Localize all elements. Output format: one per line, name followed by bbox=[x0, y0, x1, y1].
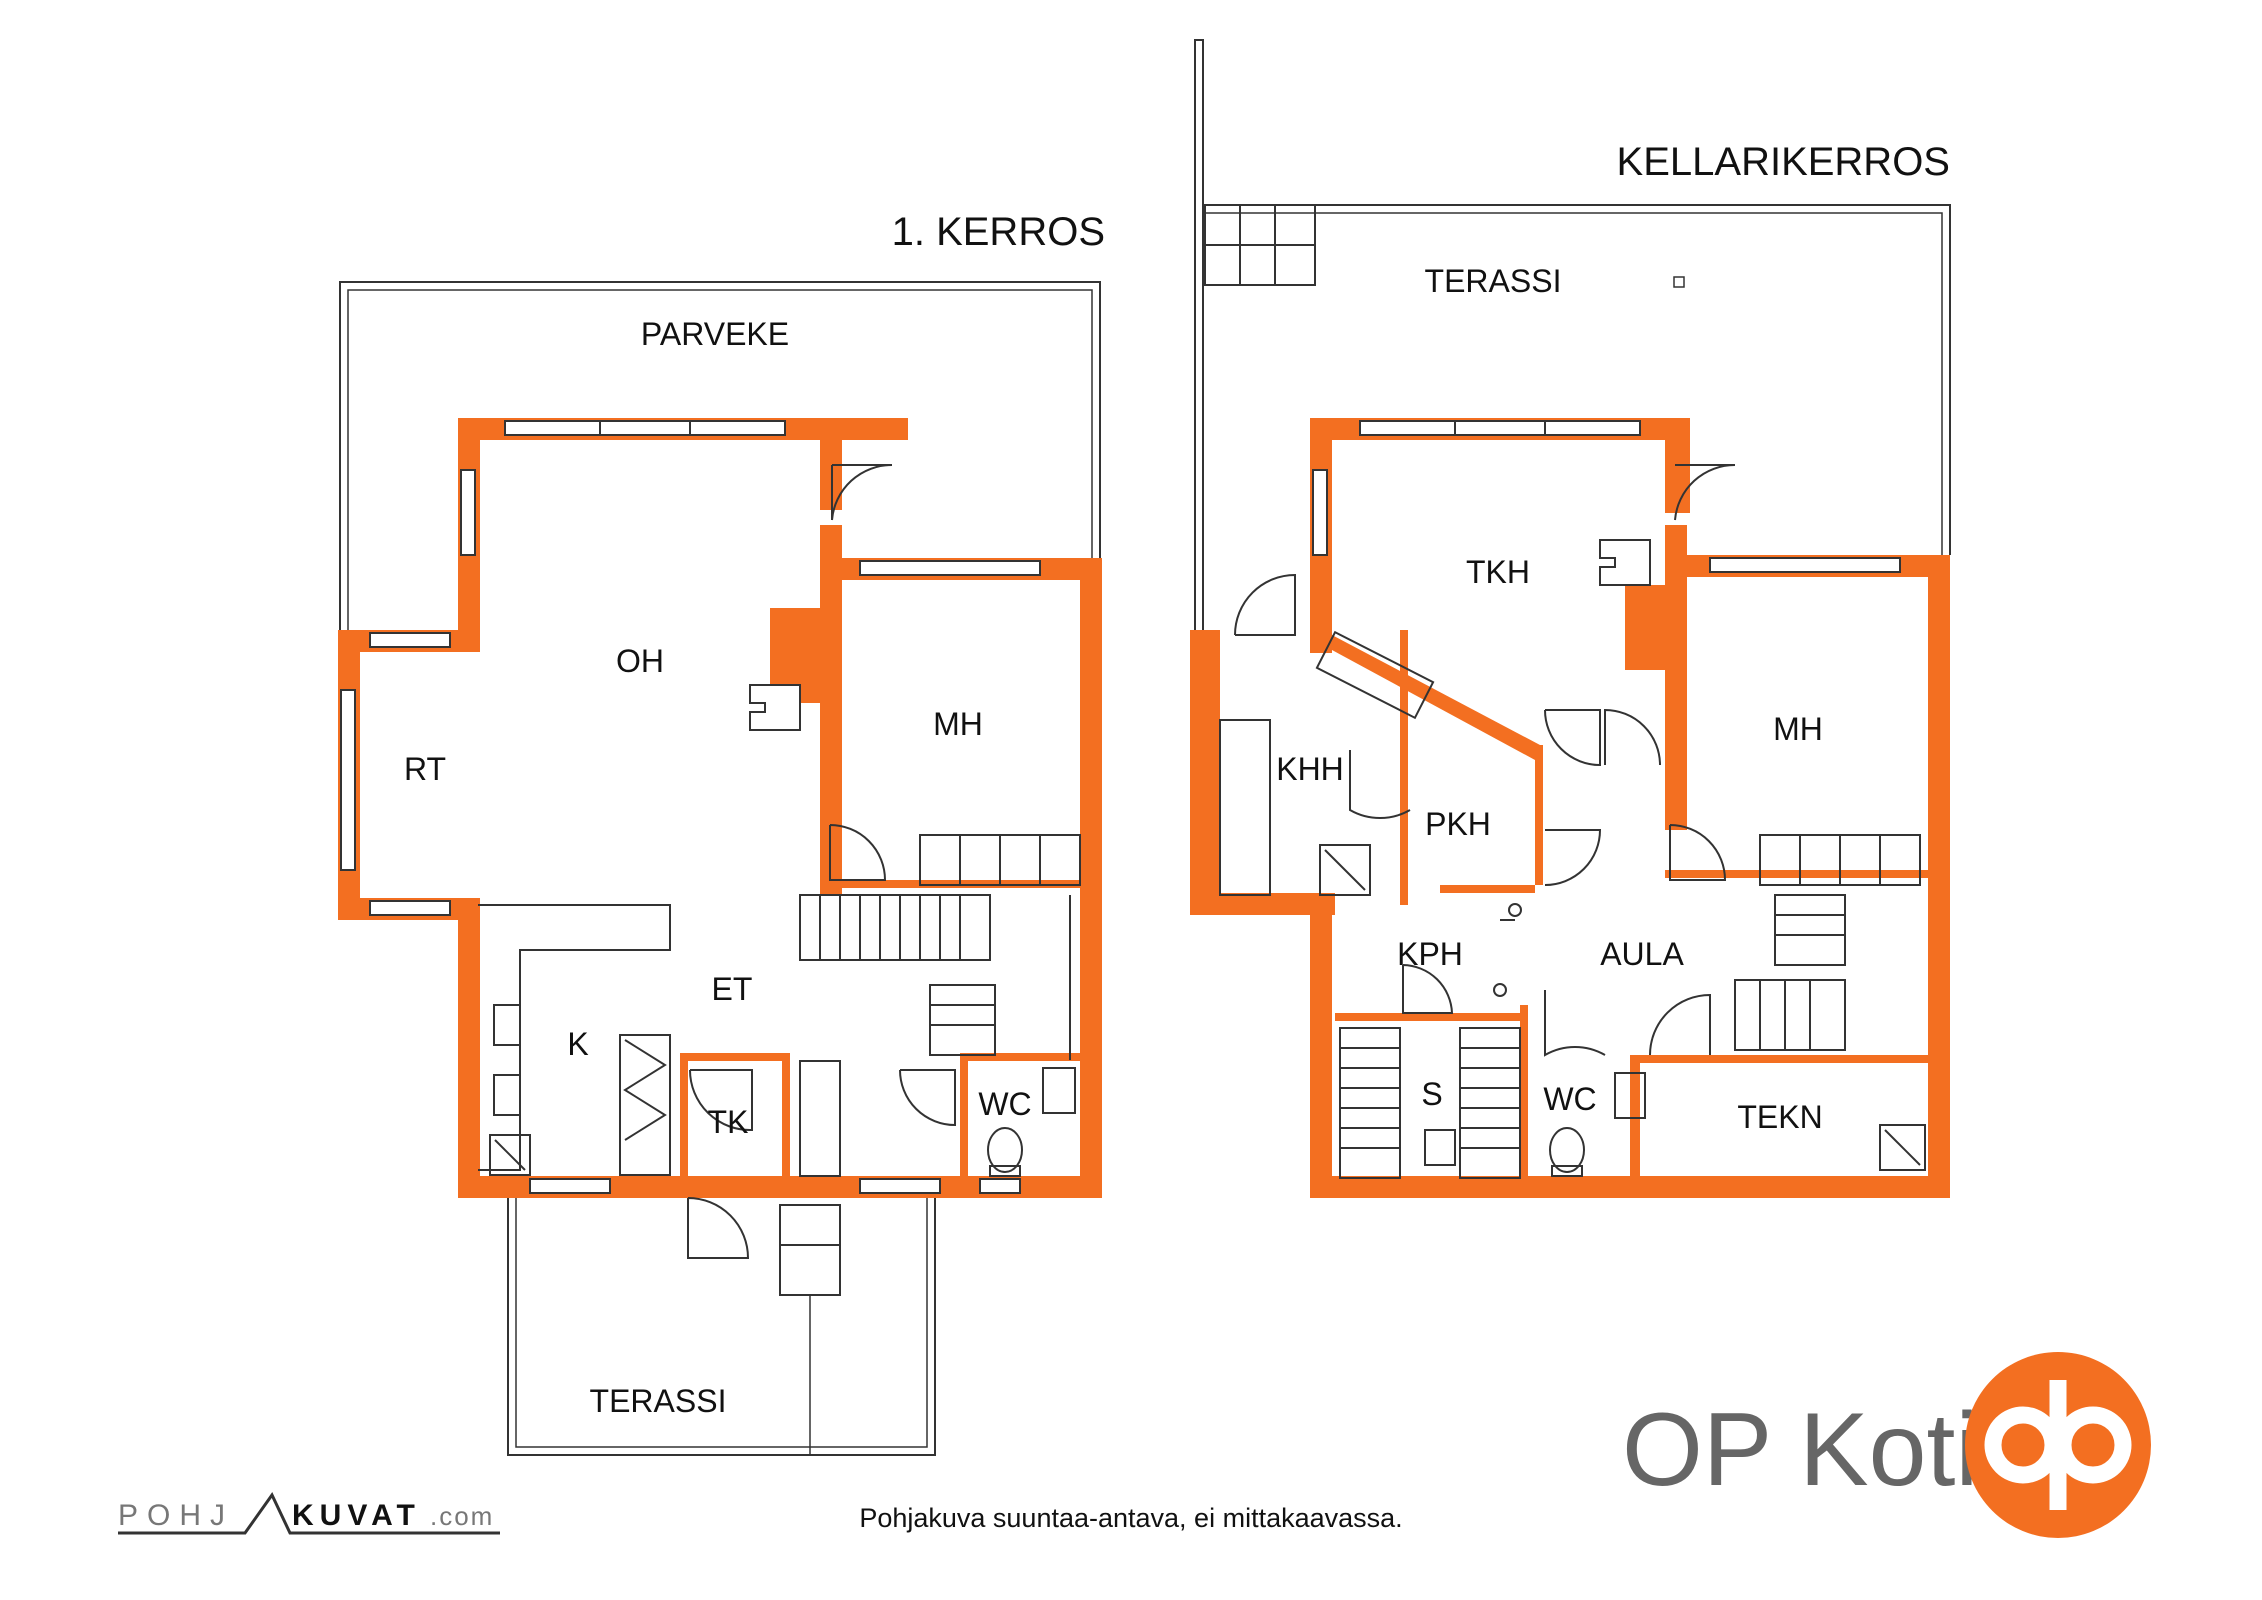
basement-terrace-railing bbox=[1194, 39, 1204, 630]
room-label-tekn: TEKN bbox=[1737, 1099, 1822, 1135]
basement-fixtures bbox=[1219, 630, 1926, 1177]
basement-doors bbox=[1234, 463, 1736, 1057]
room-label-s: S bbox=[1421, 1076, 1442, 1112]
room-label-rt: RT bbox=[404, 751, 446, 787]
room-label-pkh: PKH bbox=[1425, 806, 1491, 842]
first-floor-windows bbox=[340, 420, 1041, 1194]
basement-plan bbox=[1190, 39, 1951, 1198]
basement-windows bbox=[1312, 420, 1901, 573]
room-label-mh-first: MH bbox=[933, 706, 983, 742]
kitchen-fixtures bbox=[478, 834, 1081, 1177]
room-label-wc-first: WC bbox=[978, 1086, 1031, 1122]
op-koti-logo: OP Koti bbox=[1622, 1352, 2151, 1538]
room-label-k: K bbox=[567, 1026, 588, 1062]
room-label-khh: KHH bbox=[1276, 751, 1344, 787]
pohjakuvat-credit-logo: POHJ KUVAT .com bbox=[118, 1492, 500, 1535]
room-label-terassi-basement: TERASSI bbox=[1425, 263, 1562, 299]
basement-stairs bbox=[1339, 894, 1846, 1179]
room-label-mh-basement: MH bbox=[1773, 711, 1823, 747]
front-terrace-railing bbox=[507, 1198, 936, 1456]
credit-left: POHJ bbox=[118, 1499, 234, 1532]
room-label-oh: OH bbox=[616, 643, 664, 679]
first-floor-wc-fixtures bbox=[987, 1067, 1076, 1177]
first-floor-plan bbox=[338, 281, 1102, 1456]
brand-name: OP Koti bbox=[1622, 1392, 1978, 1508]
room-label-tkh: TKH bbox=[1466, 554, 1530, 590]
credit-right: KUVAT bbox=[292, 1499, 421, 1532]
room-label-tk: TK bbox=[708, 1104, 749, 1140]
room-label-wc-basement: WC bbox=[1543, 1081, 1596, 1117]
credit-underline-icon bbox=[118, 1492, 500, 1535]
room-label-terassi-first: TERASSI bbox=[590, 1383, 727, 1419]
basement-fireplace bbox=[1599, 539, 1651, 586]
basement-title: KELLARIKERROS bbox=[1617, 140, 1950, 184]
room-labels: 1. KERROS PARVEKE OH MH RT ET K TK WC TE… bbox=[404, 140, 1950, 1419]
first-floor-title: 1. KERROS bbox=[892, 210, 1105, 254]
disclaimer-note: Pohjakuva suuntaa-antava, ei mittakaavas… bbox=[859, 1503, 1403, 1533]
fireplace bbox=[749, 684, 801, 731]
room-label-parveke: PARVEKE bbox=[641, 316, 789, 352]
room-label-kph: KPH bbox=[1397, 936, 1463, 972]
parveke-railing bbox=[339, 281, 1101, 640]
first-floor-walls bbox=[338, 418, 1102, 1198]
first-floor-doors bbox=[687, 463, 956, 1259]
first-floor-stairs bbox=[779, 894, 1071, 1296]
room-label-aula: AULA bbox=[1600, 936, 1684, 972]
credit-suffix: .com bbox=[430, 1501, 494, 1531]
room-label-et: ET bbox=[712, 971, 753, 1007]
